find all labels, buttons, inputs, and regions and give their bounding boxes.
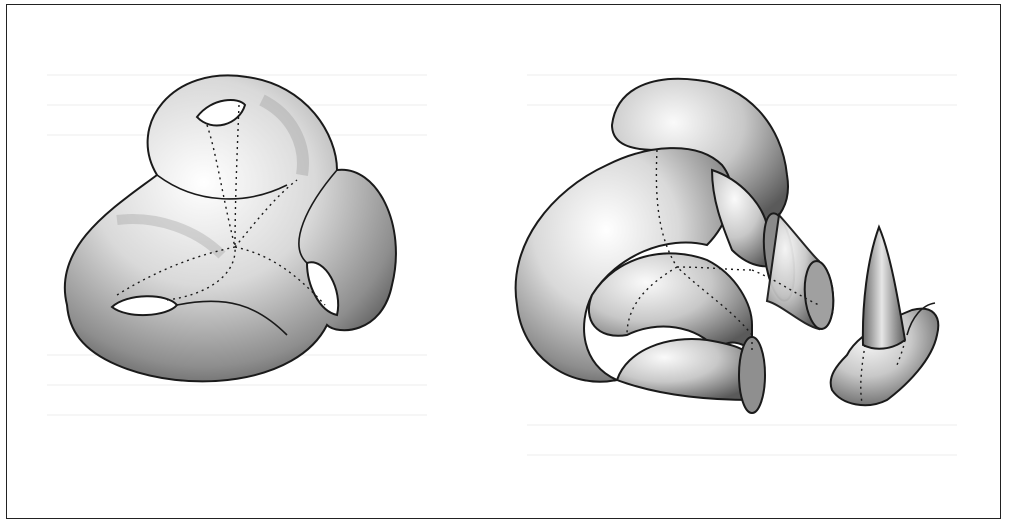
left-surface [65, 75, 396, 381]
right-surface [516, 79, 836, 413]
figure-frame [6, 4, 1001, 519]
detached-piece [831, 227, 939, 405]
figure-drawing [7, 5, 1001, 519]
